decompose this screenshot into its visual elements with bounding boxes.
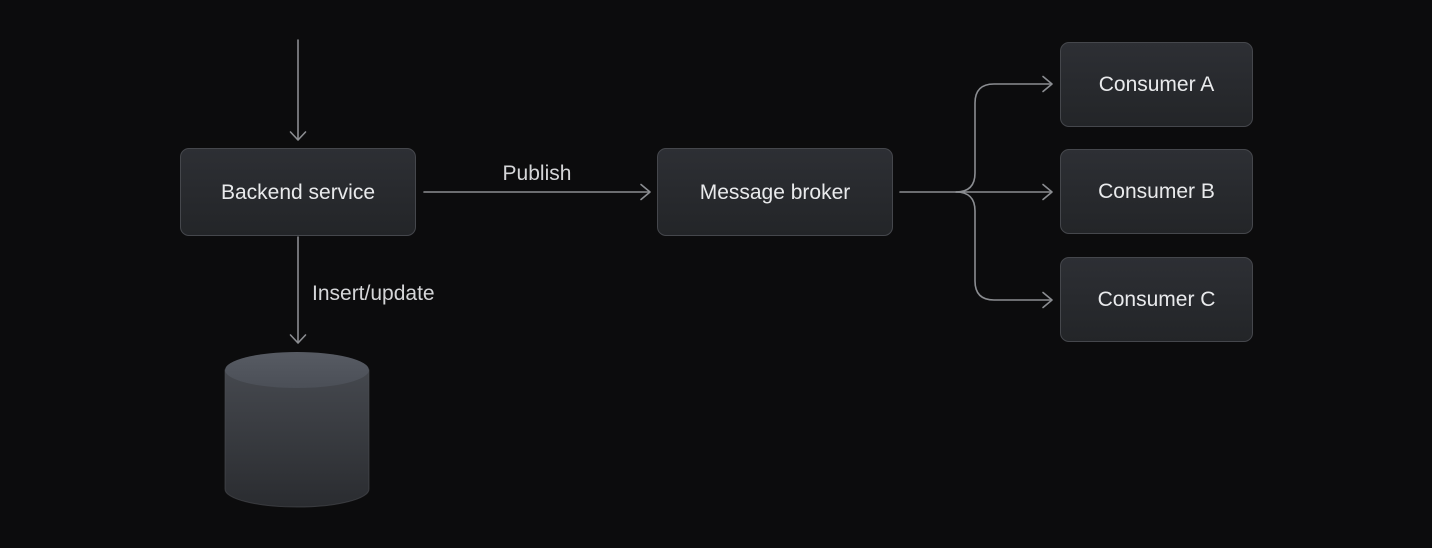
node-consumer-c: Consumer C [1060, 257, 1253, 342]
node-consumer-c-label: Consumer C [1097, 288, 1216, 311]
node-message-broker: Message broker [657, 148, 893, 236]
node-consumer-a: Consumer A [1060, 42, 1253, 127]
arrow-publish [423, 183, 651, 201]
arrow-broker-to-consumer-a [955, 75, 1053, 193]
edge-label-insert-update: Insert/update [312, 282, 435, 305]
database-node [224, 351, 370, 508]
node-message-broker-label: Message broker [699, 180, 851, 204]
node-consumer-b: Consumer B [1060, 149, 1253, 234]
arrow-broker-to-consumer-b [899, 183, 1053, 201]
node-consumer-b-label: Consumer B [1098, 180, 1215, 203]
node-backend-service: Backend service [180, 148, 416, 236]
database-cylinder-icon [224, 352, 370, 508]
edge-label-publish: Publish [502, 162, 572, 185]
node-backend-service-label: Backend service [220, 180, 376, 204]
arrow-insert-update [289, 236, 307, 344]
node-consumer-a-label: Consumer A [1098, 73, 1215, 96]
arrow-broker-to-consumer-c [955, 191, 1053, 309]
arrow-into-backend [289, 39, 307, 141]
